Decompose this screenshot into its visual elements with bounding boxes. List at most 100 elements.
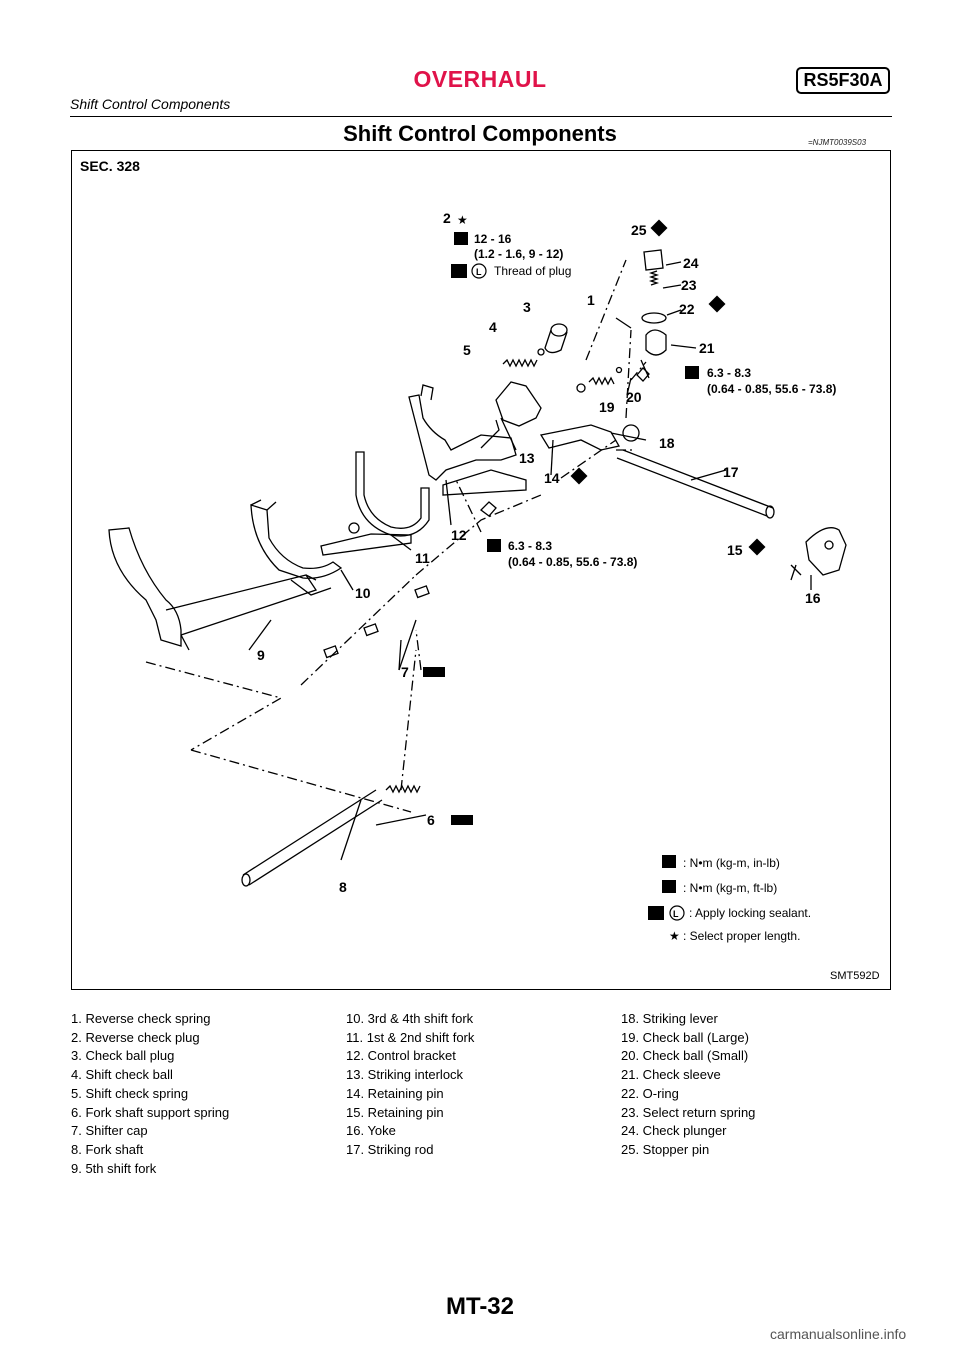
callout-10: 10 xyxy=(355,585,371,601)
list-item: 18. Striking lever xyxy=(621,1011,718,1026)
list-item: 11. 1st & 2nd shift fork xyxy=(346,1029,475,1045)
callout-21: 21 xyxy=(699,340,715,356)
grease-icon xyxy=(423,667,445,677)
key-torque-ft-lb-icon xyxy=(662,880,676,893)
parts-list-col1: 1. Reverse check spring 2. Reverse check… xyxy=(71,1010,229,1178)
key-torque-in-lb: : N•m (kg-m, in-lb) xyxy=(683,856,780,870)
locking-sealant-l-icon xyxy=(471,263,487,279)
key-torque-in-lb-icon xyxy=(662,855,676,868)
key-star: : Select proper length. xyxy=(683,929,800,943)
key-sealant: : Apply locking sealant. xyxy=(689,906,811,920)
torque-wrench-icon xyxy=(454,232,468,245)
torque-plug-value: 12 - 16 xyxy=(474,232,512,246)
key-torque-ft-lb: : N•m (kg-m, ft-lb) xyxy=(683,881,777,895)
torque-21-value: 6.3 - 8.3 xyxy=(707,366,751,380)
list-item: 4. Shift check ball xyxy=(71,1067,173,1083)
callout-11: 11 xyxy=(415,550,430,566)
replace-icon xyxy=(708,295,726,313)
key-star-icon: ★ xyxy=(669,929,680,943)
replace-icon xyxy=(748,538,766,556)
callout-8: 8 xyxy=(339,879,347,895)
exploded-view-figure xyxy=(71,150,891,990)
parts-list-col2: 10. 3rd & 4th shift fork 11. 1st & 2nd s… xyxy=(346,1010,474,1160)
torque-21-value-alt: (0.64 - 0.85, 55.6 - 73.8) xyxy=(707,382,836,396)
list-item: 3. Check ball plug xyxy=(71,1048,175,1064)
model-badge: RS5F30A xyxy=(796,67,890,94)
list-item: 13. Striking interlock xyxy=(346,1067,464,1083)
replace-part-icons xyxy=(570,219,766,556)
callout-20: 20 xyxy=(626,389,642,405)
control-bracket-part xyxy=(408,384,527,496)
torque-plug-value-alt: (1.2 - 1.6, 9 - 12) xyxy=(474,247,563,261)
key-sealant-icon xyxy=(648,906,664,920)
parts-list-col3: 18. Striking lever 19. Check ball (Large… xyxy=(621,1010,755,1160)
watermark: carmanualsonline.info xyxy=(770,1326,907,1342)
list-item: 17. Striking rod xyxy=(346,1141,434,1157)
replace-icon xyxy=(570,467,588,485)
sealant-icon xyxy=(451,264,467,278)
callout-7: 7 xyxy=(401,664,409,680)
exploded-view-drawing: 2 25 24 23 22 21 1 3 4 5 19 20 18 13 14 … xyxy=(108,210,847,943)
list-item: 10. 3rd & 4th shift fork xyxy=(346,1011,474,1026)
list-item: 24. Check plunger xyxy=(621,1123,727,1139)
list-item: 23. Select return spring xyxy=(621,1104,756,1120)
yoke-part xyxy=(790,527,847,576)
fork-5th-part xyxy=(108,527,318,651)
callout-5: 5 xyxy=(463,342,471,358)
list-item: 16. Yoke xyxy=(346,1123,396,1139)
callout-13: 13 xyxy=(519,450,535,466)
list-item: 12. Control bracket xyxy=(346,1048,456,1064)
svg-text:L: L xyxy=(673,909,679,919)
torque-wrench-icon xyxy=(685,366,699,379)
callout-14: 14 xyxy=(544,470,560,486)
torque-plug-note: Thread of plug xyxy=(494,264,571,278)
list-item: 7. Shifter cap xyxy=(71,1123,148,1139)
striking-interlock-part xyxy=(495,381,542,427)
list-item: 2. Reverse check plug xyxy=(71,1029,200,1045)
select-length-star-icon: ★ xyxy=(457,213,468,227)
torque-12-value-alt: (0.64 - 0.85, 55.6 - 73.8) xyxy=(508,555,637,569)
fork-1st-2nd-part xyxy=(320,451,430,556)
list-item: 6. Fork shaft support spring xyxy=(71,1104,230,1120)
figure-sec-label: SEC. 328 xyxy=(80,158,140,174)
callout-18: 18 xyxy=(659,435,675,451)
fork-3rd-4th-part xyxy=(250,499,343,596)
shift-check-spring-part xyxy=(502,358,538,368)
key-l-icon xyxy=(669,905,685,921)
list-item: 22. O-ring xyxy=(621,1085,679,1101)
section-title: Shift Control Components xyxy=(343,121,617,146)
callout-12: 12 xyxy=(451,527,467,543)
list-item: 15. Retaining pin xyxy=(346,1104,444,1120)
callout-23: 23 xyxy=(681,277,697,293)
section-code: =NJMT0039S03 xyxy=(808,138,867,147)
callout-22: 22 xyxy=(679,301,695,317)
list-item: 14. Retaining pin xyxy=(346,1085,444,1101)
callout-4: 4 xyxy=(489,319,497,335)
list-item: 25. Stopper pin xyxy=(621,1141,710,1157)
list-item: 8. Fork shaft xyxy=(71,1141,144,1157)
list-item: 9. 5th shift fork xyxy=(71,1160,157,1176)
list-item: 5. Shift check spring xyxy=(71,1085,189,1101)
callout-24: 24 xyxy=(683,255,699,271)
header-rule xyxy=(70,116,892,117)
check-ball-plug-part xyxy=(544,323,568,354)
callout-1: 1 xyxy=(587,292,595,308)
page-number: MT-32 xyxy=(445,1293,514,1320)
svg-text:L: L xyxy=(476,267,482,277)
running-subtitle: Shift Control Components xyxy=(70,96,231,112)
torque-wrench-icon xyxy=(487,539,501,552)
callout-2: 2 xyxy=(443,210,451,226)
list-item: 21. Check sleeve xyxy=(621,1067,721,1083)
callout-6: 6 xyxy=(427,812,435,828)
check-sleeve-stack-part xyxy=(640,249,667,379)
list-item: 1. Reverse check spring xyxy=(71,1011,211,1026)
replace-icon xyxy=(650,219,668,237)
list-item: 20. Check ball (Small) xyxy=(621,1048,749,1064)
shift-check-ball-part xyxy=(537,348,545,356)
callout-9: 9 xyxy=(257,647,265,663)
chapter-title: OVERHAUL xyxy=(413,66,547,92)
callout-17: 17 xyxy=(723,464,739,480)
callout-19: 19 xyxy=(599,399,615,415)
striking-rod-part xyxy=(616,449,775,519)
callout-16: 16 xyxy=(805,590,821,606)
